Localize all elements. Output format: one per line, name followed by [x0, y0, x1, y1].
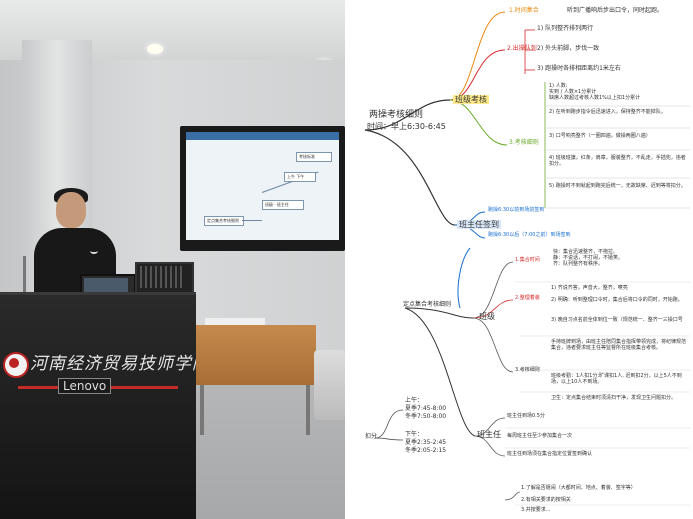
- attendance-item: 1) 队列整齐排列两行: [537, 25, 594, 32]
- gather-c1-desc: 快：集合迅速整齐，不拖拉。 静：不说话，不打闹，不嬉笑。 齐：队列整齐有秩序。: [553, 249, 624, 267]
- display-toolbar: [186, 132, 339, 140]
- exam-item: 2) 在听到跑步指令后迅速进入，保持整齐不能掉队。: [549, 109, 666, 115]
- exam-node: 3.考核细则: [509, 139, 539, 146]
- connector: [374, 437, 404, 441]
- gather-head-item: 班主任到场0.5分: [507, 413, 545, 419]
- presenter-head: [56, 192, 86, 228]
- desk-leg: [200, 385, 204, 435]
- display-node: 上午 下午: [284, 172, 316, 182]
- attendance-node: 2.出操队列: [507, 45, 537, 52]
- wall-display: 定点集合考核细则 班级 · 班主任 上午 下午 考核标准: [180, 126, 345, 251]
- gather-c3-node: 3.考核细则: [515, 367, 540, 373]
- school-name: 河南经济贸易技师学院: [30, 354, 210, 374]
- chair: [314, 350, 345, 420]
- display-node: 班级 · 班主任: [262, 200, 304, 210]
- display-root-label: 定点集合考核细则: [207, 218, 239, 223]
- am-time: 夏季7:45-8:00: [405, 405, 447, 412]
- head-sign-item: 跑操6:30以前到场前签到: [488, 207, 545, 213]
- laptop-screen: [84, 278, 128, 294]
- connector: [404, 307, 476, 437]
- connector: [474, 435, 506, 457]
- pm-title: 下午：: [405, 431, 424, 438]
- bottom-item: 2.有相关要求的按相关: [521, 497, 571, 503]
- attendance-item: 3) 跑操时各排相距离约1米左右: [537, 65, 621, 72]
- display-node: 考核标准: [296, 152, 332, 162]
- gather-head-node: 班主任: [477, 430, 501, 439]
- am-title: 上午：: [405, 397, 424, 404]
- school-seal-inner: [9, 358, 19, 368]
- time-desc: 听到广播响后步出口令，同时起跑。: [567, 7, 664, 14]
- connector: [449, 49, 506, 101]
- gather-c3-item: 卫生：定点集合结束时须清扫干净，发现卫生问题扣分。: [551, 395, 677, 401]
- connector: [504, 491, 521, 501]
- gather-c1-node: 1.集合时间: [515, 257, 540, 263]
- am-time: 冬季7:50-8:00: [405, 413, 447, 420]
- gather-c3-item: 手持班牌到场，由班主任陪同集合指挥带领完成，将纪律规范集合，违者要求班主任等监督…: [551, 339, 687, 351]
- display-branch: [242, 220, 262, 221]
- connector: [364, 129, 456, 226]
- exam-item: 1) 人数: 实到 / 人数×1分累计 缺席人数超过考核人数1%以上扣1分累计: [549, 83, 641, 101]
- exam-item: 5) 跑操时不到就起到跑完后统一，无故缺席、迟到等将扣分。: [549, 183, 686, 189]
- ceiling-light: [147, 44, 163, 54]
- display-node-label: 考核标准: [299, 154, 315, 159]
- attendance-item: 2) 外头前脚，步伐一致: [537, 45, 600, 52]
- connector: [374, 409, 404, 439]
- display-node-label: 班级 · 班主任: [265, 202, 289, 207]
- podium: [0, 295, 196, 519]
- gather-c2-node: 2.整理着装: [515, 295, 540, 301]
- gather-root: 定点集合考核细则: [403, 301, 452, 308]
- head-sign-node: 班主任签到: [457, 220, 501, 230]
- time-node: 1.时间集合: [509, 7, 539, 14]
- brand-logo: Lenovo: [58, 378, 112, 394]
- pm-time: 夏季2:35-2:45: [405, 439, 447, 446]
- gather-head-item: 班主任到场须在集合指定位置签到确认: [507, 451, 593, 457]
- class-assess-node: 班级考核: [453, 95, 489, 105]
- desk-papers: [205, 318, 265, 326]
- mindmap-root-time: 时间：早上6:30-6:45: [367, 122, 446, 131]
- mindmap-root-title: 两操考核细则: [369, 110, 424, 120]
- head-sign-item: 跑操6:30以后（7:00之前）到场签到: [488, 232, 571, 238]
- gather-c2-item: 2) 明确：听到整理口令时，集合后将口令的同时，开始跑。: [551, 297, 683, 303]
- gather-c3-item: 班级考勤：1人扣1分;旷课扣1人, 迟到扣2分，以上5人不到场，以上10人不到场…: [551, 373, 682, 385]
- connector: [474, 417, 506, 437]
- connector: [457, 247, 471, 309]
- gather-c2-item: 1) 齐说齐答，声音大，整齐，嘹亮: [551, 285, 628, 291]
- microphone-stand: [23, 256, 26, 296]
- desk-leg: [306, 385, 310, 435]
- display-root-node: 定点集合考核细则: [204, 216, 244, 226]
- gather-c2-item: 3) 晚自习点名前全体到位一致（规范统一、整齐一三操口号: [551, 317, 683, 323]
- exam-item: 4) 班级班旗，红条，肩章，服装整齐，不乱走，手插兜，违者扣分。: [549, 155, 686, 167]
- connector: [449, 11, 506, 101]
- device-grille: [140, 266, 185, 288]
- jacket-logo: [90, 248, 98, 254]
- display-node-label: 上午 下午: [287, 174, 305, 179]
- exam-item: 3) 口号响亮整齐（一圈四遍，做操两圈八遍）: [549, 133, 651, 139]
- connector: [404, 307, 474, 319]
- display-screen: 定点集合考核细则 班级 · 班主任 上午 下午 考核标准: [186, 132, 339, 240]
- gather-class-node: 班级: [479, 312, 495, 321]
- classroom-photo: 定点集合考核细则 班级 · 班主任 上午 下午 考核标准 河南经济贸易技师学院 …: [0, 0, 345, 519]
- connector: [449, 99, 508, 146]
- bottom-item: 3.并按要求...: [521, 507, 551, 513]
- connector: [472, 299, 514, 319]
- connector: [472, 261, 514, 319]
- connector: [472, 317, 514, 373]
- mindmap-document: 两操考核细则 时间：早上6:30-6:45 班级考核 1.时间集合 听到广播响后…: [345, 0, 693, 519]
- pm-time: 冬季2:05-2:15: [405, 447, 447, 454]
- connector: [364, 99, 451, 131]
- score-label: 扣分: [365, 433, 378, 440]
- wooden-desk: [196, 325, 316, 385]
- bottom-item: 1.了解是否嬉闹（大都时间、地点、着装、签字等）: [521, 485, 636, 491]
- gather-head-item: 每周班主任至少参加集合一次: [507, 433, 573, 439]
